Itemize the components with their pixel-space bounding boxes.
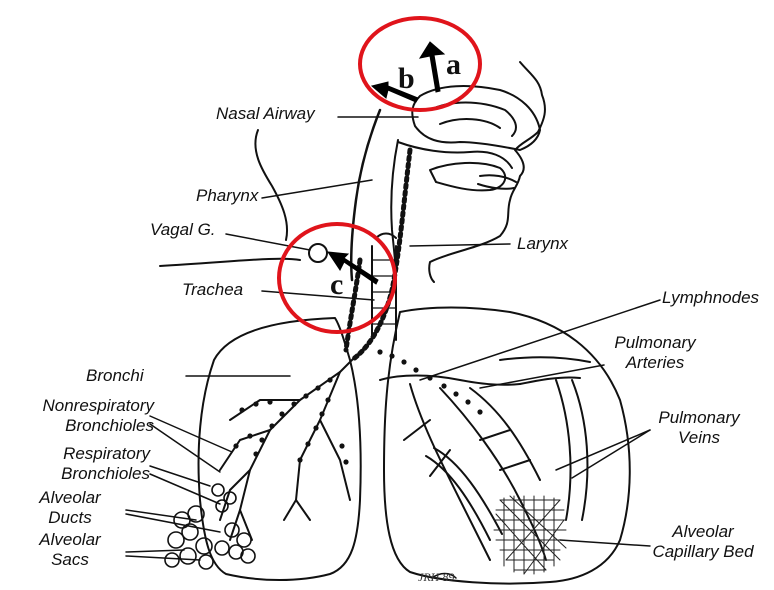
nasal-cavity <box>412 86 540 150</box>
label-alveolar-ducts: Alveolar Ducts <box>20 488 120 528</box>
label-pulmonary-arteries-line2: Arteries <box>600 353 710 373</box>
artist-signature: JRH 89 <box>418 570 454 585</box>
label-respiratory-line2: Bronchioles <box>10 464 150 484</box>
tongue <box>430 163 505 190</box>
label-trachea: Trachea <box>182 280 243 300</box>
label-alveolar-sacs: Alveolar Sacs <box>20 530 120 570</box>
pharynx-tube <box>351 110 380 280</box>
marker-a: a <box>446 50 461 80</box>
label-pulmonary-arteries-line1: Pulmonary <box>600 333 710 353</box>
pulmonary-vein-band-lower <box>426 448 502 540</box>
label-alveolar-capillary-line1: Alveolar <box>638 522 768 542</box>
marker-b: b <box>398 64 415 94</box>
label-respiratory-bronchioles: Respiratory Bronchioles <box>10 444 150 484</box>
label-nonrespiratory-bronchioles: Nonrespiratory Bronchioles <box>10 396 154 436</box>
arrow-a <box>420 42 444 92</box>
label-pharynx: Pharynx <box>196 186 258 206</box>
label-respiratory-line1: Respiratory <box>10 444 150 464</box>
back-of-head-outline <box>255 130 287 240</box>
label-alveolar-sacs-line2: Sacs <box>20 550 120 570</box>
label-nasal-airway: Nasal Airway <box>216 104 315 124</box>
label-larynx: Larynx <box>517 234 568 254</box>
bronchial-tree <box>220 340 372 540</box>
marker-c: c <box>330 270 343 300</box>
label-pulmonary-veins: Pulmonary Veins <box>644 408 754 448</box>
label-pulmonary-arteries: Pulmonary Arteries <box>600 333 710 373</box>
label-alveolar-ducts-line2: Ducts <box>20 508 120 528</box>
vagal-ganglion <box>309 244 327 262</box>
label-nonrespiratory-line2: Bronchioles <box>10 416 154 436</box>
label-alveolar-capillary-bed: Alveolar Capillary Bed <box>638 522 768 562</box>
label-nonrespiratory-line1: Nonrespiratory <box>10 396 154 416</box>
label-alveolar-capillary-line2: Capillary Bed <box>638 542 768 562</box>
label-pulmonary-veins-line2: Veins <box>644 428 754 448</box>
label-pulmonary-veins-line1: Pulmonary <box>644 408 754 428</box>
pulmonary-vein-band <box>556 380 587 520</box>
label-vagal-ganglion: Vagal G. <box>150 220 216 240</box>
label-alveolar-sacs-line1: Alveolar <box>20 530 120 550</box>
label-alveolar-ducts-line1: Alveolar <box>20 488 120 508</box>
alveolar-sacs <box>165 484 255 569</box>
label-bronchi: Bronchi <box>86 366 144 386</box>
capillary-bed <box>494 496 566 574</box>
label-lymphnodes: Lymphnodes <box>662 288 759 308</box>
